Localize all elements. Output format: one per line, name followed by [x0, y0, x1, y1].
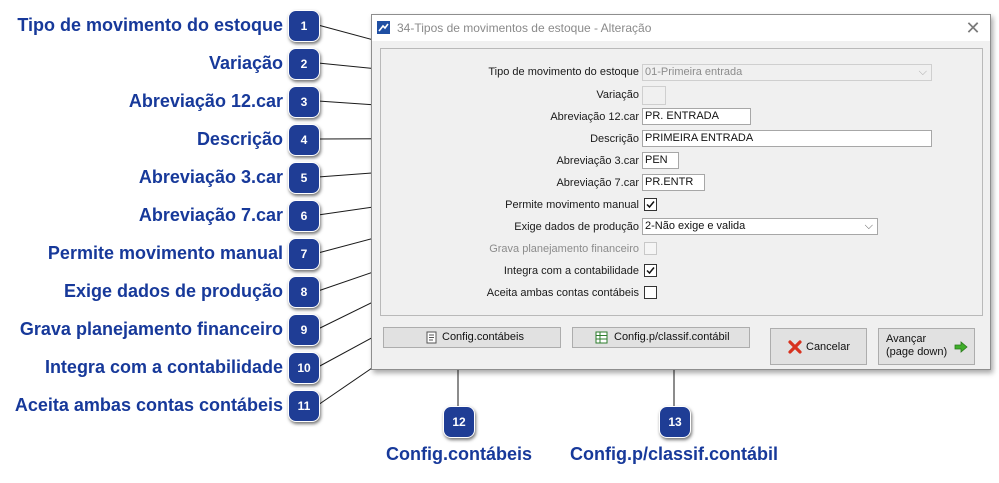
dialog-window: 34-Tipos de movimentos de estoque - Alte… [371, 14, 991, 370]
callout-badge-6: 6 [288, 200, 320, 232]
callout-badge-10: 10 [288, 352, 320, 384]
abreviacao-3-label: Abreviação 3.car [556, 155, 639, 167]
config-contabeis-button[interactable]: Config.contábeis [383, 327, 561, 348]
config-classif-label: Config.p/classif.contábil [614, 331, 730, 343]
tipo-movimento-select[interactable]: 01-Primeira entrada ⌵ [642, 64, 932, 81]
config-classif-button[interactable]: Config.p/classif.contábil [572, 327, 750, 348]
callout-badge-5: 5 [288, 162, 320, 194]
chevron-down-icon: ⌵ [918, 66, 927, 78]
title-bar[interactable]: 34-Tipos de movimentos de estoque - Alte… [372, 15, 990, 41]
callout-label-2: Variação [208, 53, 283, 73]
callout-badge-9: 9 [288, 314, 320, 346]
abreviacao-12-label: Abreviação 12.car [550, 111, 639, 123]
callout-label-4: Descrição [196, 129, 283, 149]
callout-badge-13: 13 [659, 406, 691, 438]
tipo-movimento-label: Tipo de movimento do estoque [488, 66, 639, 78]
callout-badge-3: 3 [288, 86, 320, 118]
exige-dados-value: 2-Não exige e valida [645, 220, 746, 232]
aceita-ambas-checkbox[interactable] [644, 286, 657, 299]
callout-badge-2: 2 [288, 48, 320, 80]
permite-movimento-label: Permite movimento manual [505, 199, 639, 211]
callout-label-13: Config.p/classif.contábil [570, 444, 779, 464]
callout-label-9: Grava planejamento financeiro [19, 319, 283, 339]
check-icon [646, 201, 655, 209]
avancar-label: Avançar [886, 333, 927, 345]
integra-contabilidade-label: Integra com a contabilidade [503, 265, 639, 277]
cancelar-button[interactable]: Cancelar [770, 328, 867, 365]
callout-badge-4: 4 [288, 124, 320, 156]
abreviacao-3-input[interactable]: PEN [642, 152, 679, 169]
callout-label-10: Integra com a contabilidade [44, 357, 283, 377]
abreviacao-7-label: Abreviação 7.car [556, 177, 639, 189]
window-title: 34-Tipos de movimentos de estoque - Alte… [397, 21, 652, 35]
callout-badge-12: 12 [443, 406, 475, 438]
exige-dados-label: Exige dados de produção [514, 221, 639, 233]
permite-movimento-checkbox[interactable] [644, 198, 657, 211]
document-icon [426, 331, 437, 344]
callout-label-7: Permite movimento manual [47, 243, 283, 263]
spreadsheet-icon [595, 331, 608, 344]
close-icon[interactable]: ✕ [965, 18, 981, 38]
callout-label-11: Aceita ambas contas contábeis [14, 395, 283, 415]
callout-label-6: Abreviação 7.car [138, 205, 283, 225]
variacao-field[interactable] [642, 86, 666, 105]
arrow-right-icon [954, 341, 968, 353]
callout-badge-1: 1 [288, 10, 320, 42]
aceita-ambas-label: Aceita ambas contas contábeis [486, 287, 639, 299]
tipo-movimento-value: 01-Primeira entrada [645, 66, 743, 78]
grava-planejamento-checkbox[interactable] [644, 242, 657, 255]
callout-badge-8: 8 [288, 276, 320, 308]
check-icon [646, 267, 655, 275]
config-contabeis-label: Config.contábeis [442, 331, 524, 343]
abreviacao-12-input[interactable]: PR. ENTRADA [642, 108, 751, 125]
callout-badge-11: 11 [288, 390, 320, 422]
descricao-input[interactable]: PRIMEIRA ENTRADA [642, 130, 932, 147]
callout-label-3: Abreviação 12.car [128, 91, 283, 111]
descricao-label: Descrição [590, 133, 639, 145]
abreviacao-7-input[interactable]: PR.ENTR [642, 174, 705, 191]
grava-planejamento-label: Grava planejamento financeiro [489, 243, 639, 255]
callout-label-1: Tipo de movimento do estoque [17, 15, 283, 35]
avancar-button[interactable]: Avançar (page down) [878, 328, 975, 365]
variacao-label: Variação [596, 89, 639, 101]
avancar-sublabel: (page down) [886, 346, 948, 358]
callout-badge-7: 7 [288, 238, 320, 270]
callout-label-12: Config.contábeis [386, 444, 533, 464]
integra-contabilidade-checkbox[interactable] [644, 264, 657, 277]
chevron-down-icon: ⌵ [864, 220, 873, 232]
form-panel: Tipo de movimento do estoque 01-Primeira… [380, 48, 983, 316]
cancelar-label: Cancelar [806, 341, 851, 353]
cancel-x-icon [788, 340, 802, 354]
app-icon [377, 21, 390, 34]
exige-dados-select[interactable]: 2-Não exige e valida ⌵ [642, 218, 878, 235]
callout-label-5: Abreviação 3.car [138, 167, 283, 187]
callout-label-8: Exige dados de produção [63, 281, 283, 301]
